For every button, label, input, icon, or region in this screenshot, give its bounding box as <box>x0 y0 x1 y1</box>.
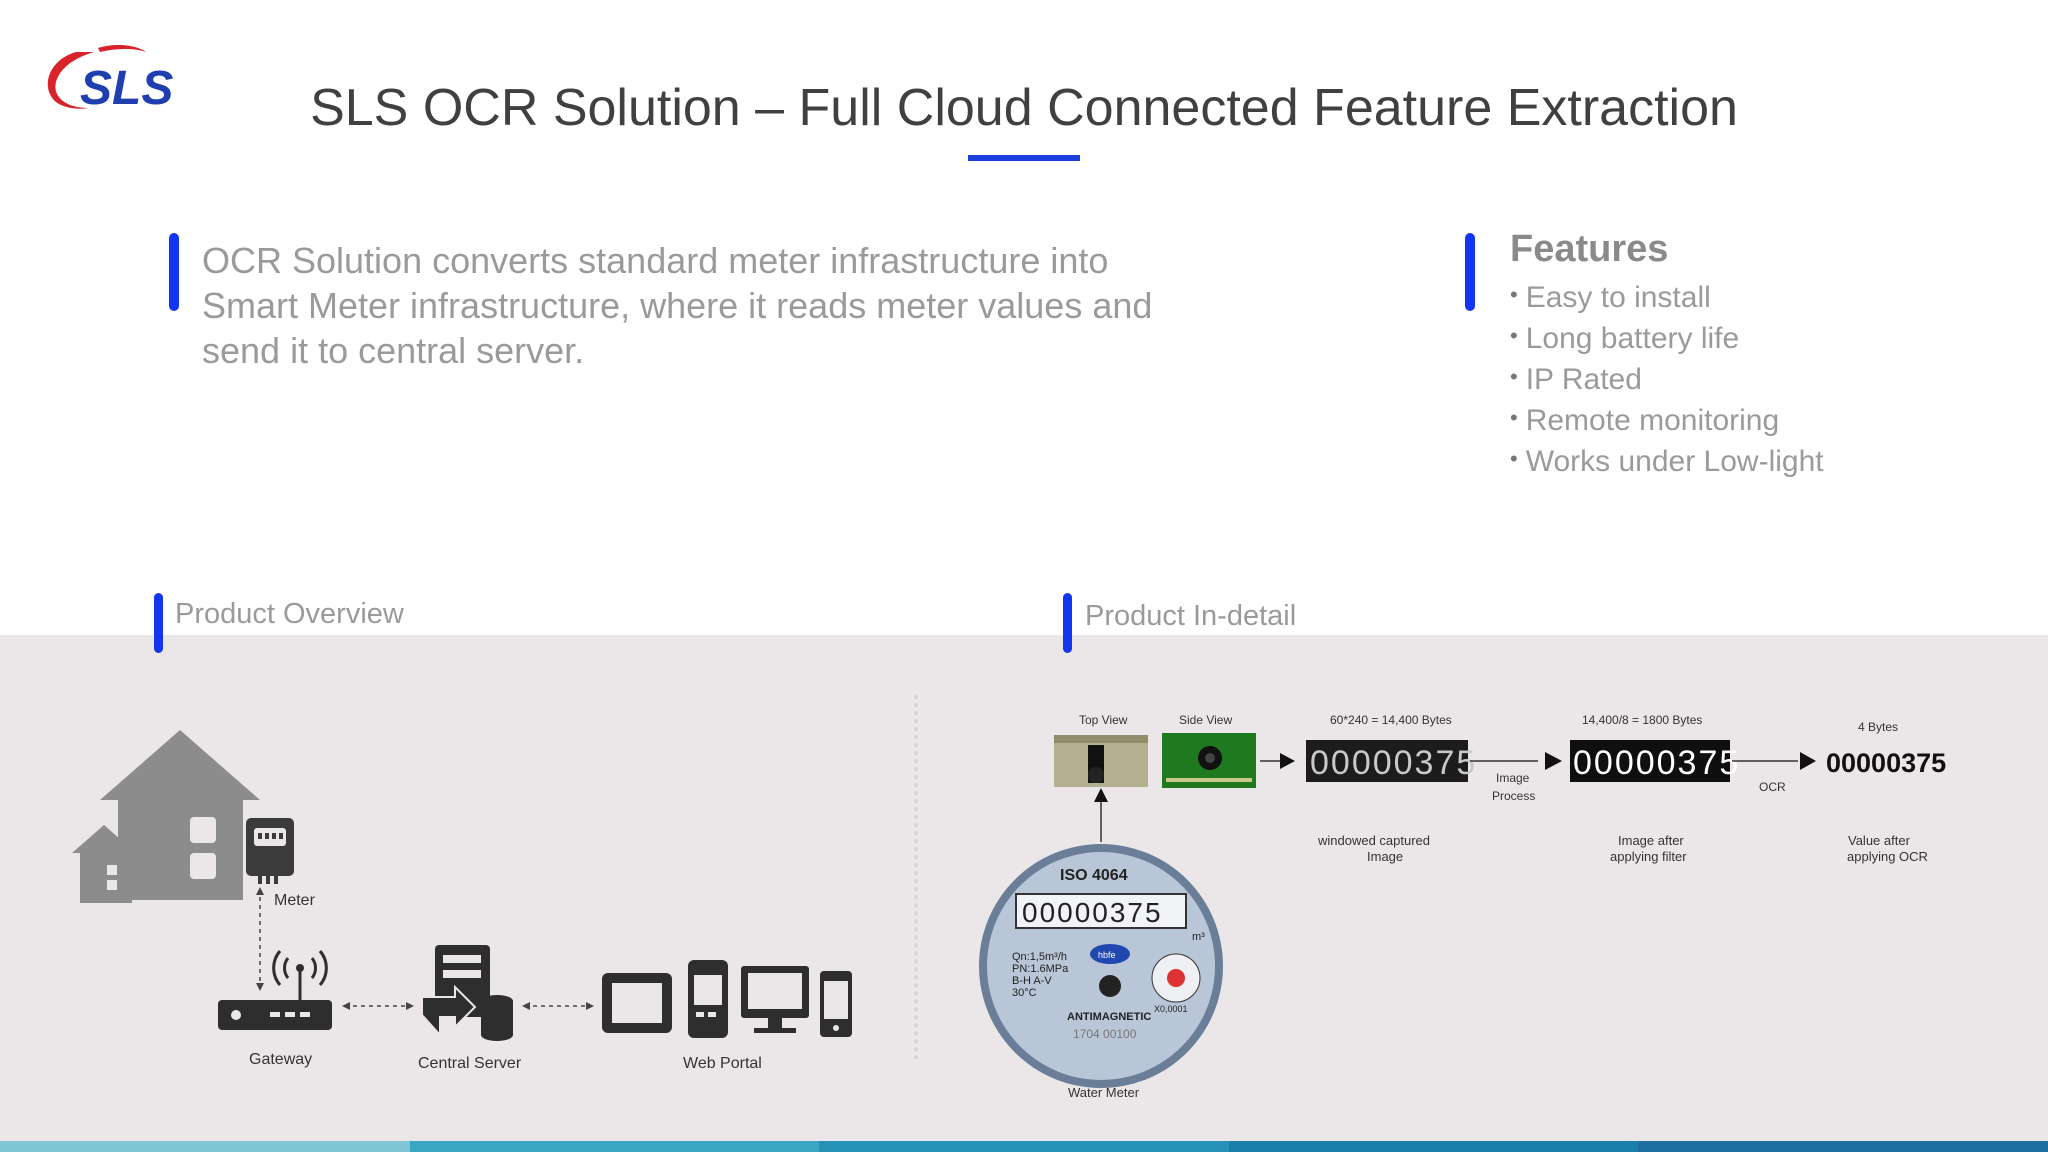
devices-icon <box>602 960 852 1038</box>
bottom-stripe <box>0 1141 2048 1152</box>
svg-text:ANTIMAGNETIC: ANTIMAGNETIC <box>1067 1011 1151 1023</box>
overview-diagram: Meter Gateway Central Server <box>72 730 852 1072</box>
stripe-segment <box>819 1141 1229 1152</box>
intro-text: OCR Solution converts standard meter inf… <box>202 240 1153 371</box>
intro-accent-bar <box>169 233 179 311</box>
filtered-size-label: 14,400/8 = 1800 Bytes <box>1582 713 1702 727</box>
product-overview-label: Product Overview <box>175 598 404 630</box>
gateway-label: Gateway <box>249 1051 312 1068</box>
sls-logo: SLS <box>38 38 178 126</box>
features-accent-bar <box>1465 233 1475 311</box>
logo-swoosh-top <box>98 45 146 52</box>
logo-swoosh <box>47 52 94 109</box>
house-icon <box>72 730 260 903</box>
page-title: SLS OCR Solution – Full Cloud Connected … <box>310 79 1738 137</box>
filtered-image: 00000375 <box>1570 740 1740 782</box>
result-size-label: 4 Bytes <box>1858 720 1898 734</box>
meter-label: Meter <box>274 892 316 909</box>
side-view-image <box>1162 733 1256 788</box>
water-meter-image: ISO 4064 00000375 m³ hbfe Qn:1,5m³/h PN:… <box>979 844 1223 1088</box>
feature-item: IP Rated <box>1510 360 1824 401</box>
svg-text:00000375: 00000375 <box>1310 744 1477 782</box>
detail-diagram: Top View Side View 60*240 = 14,400 Bytes… <box>979 713 1946 1100</box>
stripe-segment <box>0 1141 410 1152</box>
feature-item: Easy to install <box>1510 278 1824 319</box>
svg-text:Qn:1,5m³/h: Qn:1,5m³/h <box>1012 951 1067 963</box>
stripe-segment <box>409 1141 820 1152</box>
section-divider <box>914 695 918 1060</box>
svg-text:PN:1.6MPa: PN:1.6MPa <box>1012 963 1069 975</box>
arrow-right-icon <box>1545 752 1562 770</box>
ocr-label: OCR <box>1759 780 1786 794</box>
arrow-right-icon <box>1280 753 1295 769</box>
captured-size-label: 60*240 = 14,400 Bytes <box>1330 713 1452 727</box>
logo-text: SLS <box>80 62 173 115</box>
product-detail-label: Product In-detail <box>1085 600 1297 632</box>
arrow-up-icon <box>1094 788 1108 802</box>
gateway-icon <box>218 950 332 1030</box>
features-title: Features <box>1510 228 1669 270</box>
server-icon <box>421 945 513 1041</box>
arrow-right-icon <box>1800 752 1816 770</box>
svg-text:30°C: 30°C <box>1012 987 1037 999</box>
feature-item: Works under Low-light <box>1510 442 1824 483</box>
side-view-label: Side View <box>1179 713 1232 727</box>
portal-label: Web Portal <box>683 1055 762 1072</box>
water-meter-label: Water Meter <box>1068 1085 1140 1100</box>
stripe-segment <box>1638 1141 2048 1152</box>
svg-text:hbfe: hbfe <box>1098 950 1116 960</box>
result-value: 00000375 <box>1826 748 1946 778</box>
svg-text:B-H A-V: B-H A-V <box>1012 975 1052 987</box>
overview-accent-bar <box>154 593 163 653</box>
svg-text:00000375: 00000375 <box>1022 897 1163 928</box>
meter-icon <box>246 818 294 884</box>
stripe-segment <box>1228 1141 1639 1152</box>
svg-text:1704 00100: 1704 00100 <box>1073 1027 1137 1041</box>
title-underline <box>968 155 1080 161</box>
features-list: Easy to install Long battery life IP Rat… <box>1510 278 1824 483</box>
svg-text:m³: m³ <box>1192 931 1205 943</box>
feature-item: Long battery life <box>1510 319 1824 360</box>
svg-text:ISO 4064: ISO 4064 <box>1060 867 1128 884</box>
svg-text:00000375: 00000375 <box>1573 744 1740 782</box>
svg-text:X0,0001: X0,0001 <box>1154 1004 1188 1014</box>
top-view-image <box>1054 735 1148 787</box>
feature-item: Remote monitoring <box>1510 401 1824 442</box>
detail-accent-bar <box>1063 593 1072 653</box>
server-label: Central Server <box>418 1055 522 1072</box>
top-view-label: Top View <box>1079 713 1128 727</box>
captured-image: 00000375 <box>1306 740 1477 782</box>
